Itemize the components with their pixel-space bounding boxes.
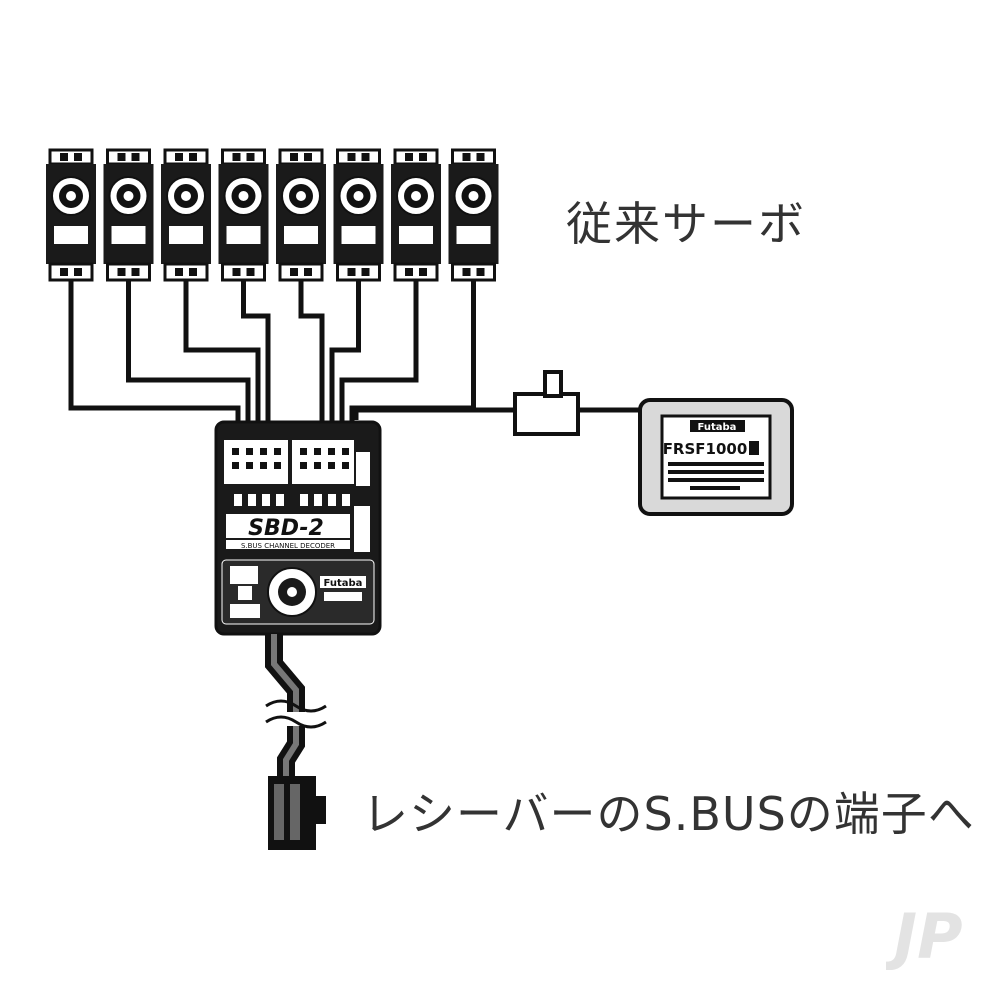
- port-pins-left: [232, 448, 281, 469]
- servo-icon: [46, 148, 96, 282]
- servo-wire: [126, 280, 251, 424]
- receiver-label: レシーバーのS.BUSの端子へ: [362, 787, 975, 841]
- servo-icon: [218, 148, 269, 282]
- servo-icon: [276, 148, 326, 282]
- servo-wire: [68, 280, 241, 424]
- decoder-subtitle: S.BUS CHANNEL DECODER: [241, 542, 335, 550]
- sensor-unit: Futaba FRSF1000: [638, 398, 794, 516]
- servo-wire: [329, 280, 361, 424]
- servo-wire: [349, 280, 476, 424]
- servo-icon: [333, 148, 384, 282]
- sbd2-decoder: SBD-2 S.BUS CHANNEL DECODER Futaba: [214, 420, 382, 636]
- servo-wire: [241, 280, 271, 424]
- servo-icon: [448, 148, 499, 282]
- svg-text:JP: JP: [886, 900, 963, 970]
- cable-break-icon: [265, 699, 327, 713]
- servo-icon: [391, 148, 441, 282]
- sensor-wire: [353, 407, 640, 420]
- sbus-connector: [268, 776, 326, 850]
- servo-icon: [103, 148, 154, 282]
- jp-logo: JP: [886, 900, 963, 970]
- decoder-brand: Futaba: [324, 578, 363, 589]
- sbus-cable: [265, 634, 327, 776]
- channel-markers: [234, 494, 350, 506]
- servo-row: [46, 148, 499, 282]
- servo-label: 従来サーボ: [566, 197, 806, 251]
- servo-wire: [183, 280, 261, 424]
- servo-wire: [339, 280, 419, 424]
- servo-wire: [298, 280, 325, 424]
- decoder-model: SBD-2: [248, 516, 324, 541]
- servo-wires: [68, 280, 476, 424]
- servo-icon: [161, 148, 211, 282]
- inline-connector: [513, 370, 580, 436]
- sensor-brand: Futaba: [698, 422, 737, 433]
- port-pins-right: [300, 448, 349, 469]
- sensor-model: FRSF1000: [663, 440, 748, 458]
